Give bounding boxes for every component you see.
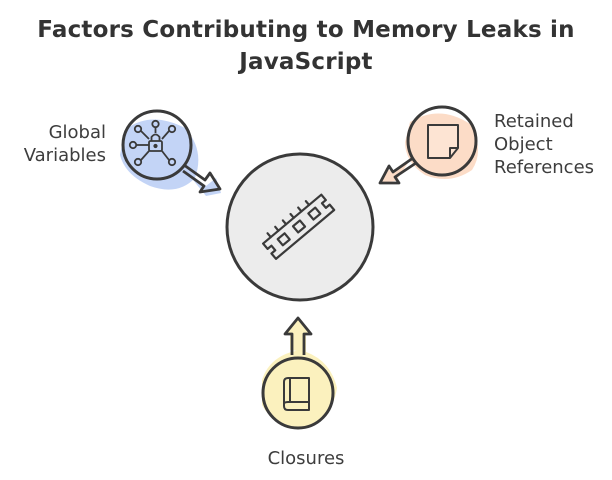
network-lock-icon <box>128 119 177 167</box>
book-icon <box>283 377 310 411</box>
label-global-variables: Global Variables <box>24 121 106 167</box>
sticky-note-icon <box>427 124 459 159</box>
title-line-2: JavaScript <box>239 49 373 75</box>
global-variables-node <box>120 109 222 196</box>
label-retained-line-2: Object <box>494 134 553 155</box>
label-retained-object-references: Retained Object References <box>494 110 594 179</box>
memory-chip-icon <box>262 193 336 260</box>
closures-node <box>261 316 337 430</box>
label-global-line-2: Variables <box>23 145 106 166</box>
label-retained-line-1: Retained <box>494 111 574 132</box>
retained-references-node <box>378 105 479 185</box>
label-closures: Closures <box>0 447 612 470</box>
label-closures-line-1: Closures <box>267 448 345 469</box>
diagram-title: Factors Contributing to Memory Leaks in … <box>0 14 612 78</box>
label-retained-line-3: References <box>494 157 595 178</box>
title-line-1: Factors Contributing to Memory Leaks in <box>37 17 575 43</box>
center-node <box>225 152 375 302</box>
label-global-line-1: Global <box>48 122 106 143</box>
